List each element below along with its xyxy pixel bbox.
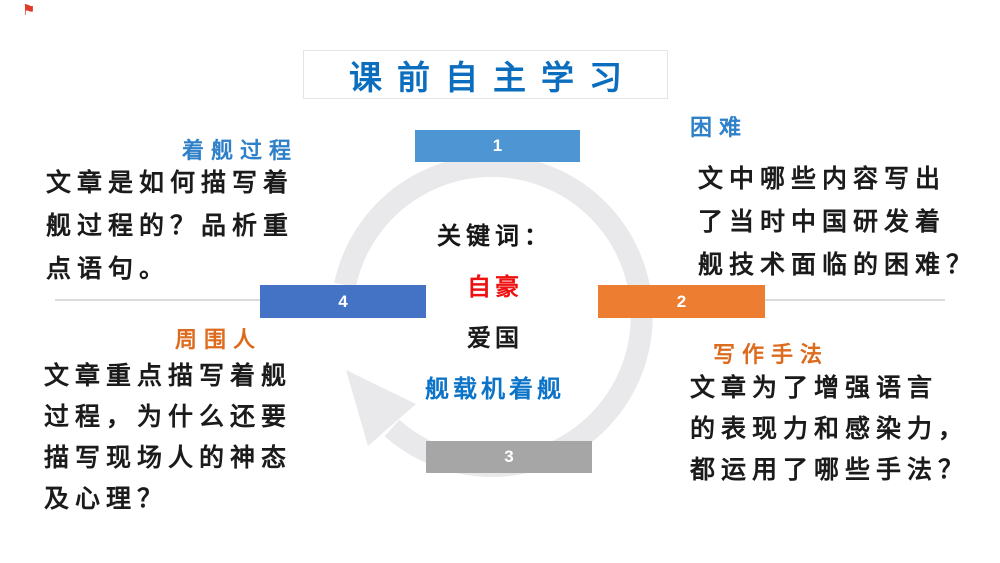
body-line: 文章重点描写着舰 xyxy=(44,362,293,390)
step-bar-2: 2 xyxy=(598,285,765,318)
section-heading-landing-process: 着舰过程 xyxy=(181,138,298,163)
body-line: 描写现场人的神态 xyxy=(44,444,293,472)
body-line: 了当时中国研发着 xyxy=(698,208,947,236)
section-heading-surrounding-people: 周围人 xyxy=(174,327,262,352)
body-line: 都运用了哪些手法？ xyxy=(690,456,970,484)
body-line: 文章为了增强语言 xyxy=(690,374,939,402)
step-number-4: 4 xyxy=(338,291,348,311)
step-bar-3: 3 xyxy=(426,441,592,473)
step-number-2: 2 xyxy=(676,291,687,311)
keyword-pride: 自豪 xyxy=(467,274,523,301)
left-connector-line xyxy=(55,299,260,301)
step-bar-1: 1 xyxy=(415,130,580,162)
step-number-3: 3 xyxy=(504,447,514,466)
body-line: 文章是如何描写着 xyxy=(46,169,295,197)
body-line: 舰过程的？品析重 xyxy=(46,212,295,240)
section-body-writing-technique: 文章为了增强语言 的表现力和感染力， 都运用了哪些手法？ xyxy=(690,368,990,491)
section-body-surrounding-people: 文章重点描写着舰 过程，为什么还要 描写现场人的神态 及心理？ xyxy=(44,356,324,520)
body-line: 的表现力和感染力， xyxy=(690,415,970,443)
keyword-patriotism: 爱国 xyxy=(467,325,523,352)
keyword-carrier-landing: 舰载机着舰 xyxy=(425,376,565,403)
section-body-difficulty: 文中哪些内容写出 了当时中国研发着 舰技术面临的困难？ xyxy=(698,158,988,287)
section-body-landing-process: 文章是如何描写着 舰过程的？品析重 点语句。 xyxy=(46,162,326,291)
arrow-head-icon xyxy=(346,370,416,446)
step-bar-4: 4 xyxy=(260,285,426,318)
section-heading-difficulty: 困难 xyxy=(690,115,749,140)
page-title: 课前自主学习 xyxy=(349,58,637,96)
section-heading-writing-technique: 写作手法 xyxy=(713,342,830,367)
right-connector-line xyxy=(765,299,945,301)
step-number-1: 1 xyxy=(492,136,503,155)
flag-icon: ⚑ xyxy=(22,2,36,19)
title-box: 课前自主学习 xyxy=(303,50,668,99)
body-line: 点语句。 xyxy=(46,255,171,283)
keywords-label: 关键词： xyxy=(437,223,553,250)
keywords-block: 关键词： 自豪 爱国 舰载机着舰 xyxy=(370,216,620,404)
body-line: 及心理？ xyxy=(44,485,169,513)
body-line: 文中哪些内容写出 xyxy=(698,165,947,193)
body-line: 过程，为什么还要 xyxy=(44,403,293,431)
body-line: 舰技术面临的困难？ xyxy=(698,251,978,279)
